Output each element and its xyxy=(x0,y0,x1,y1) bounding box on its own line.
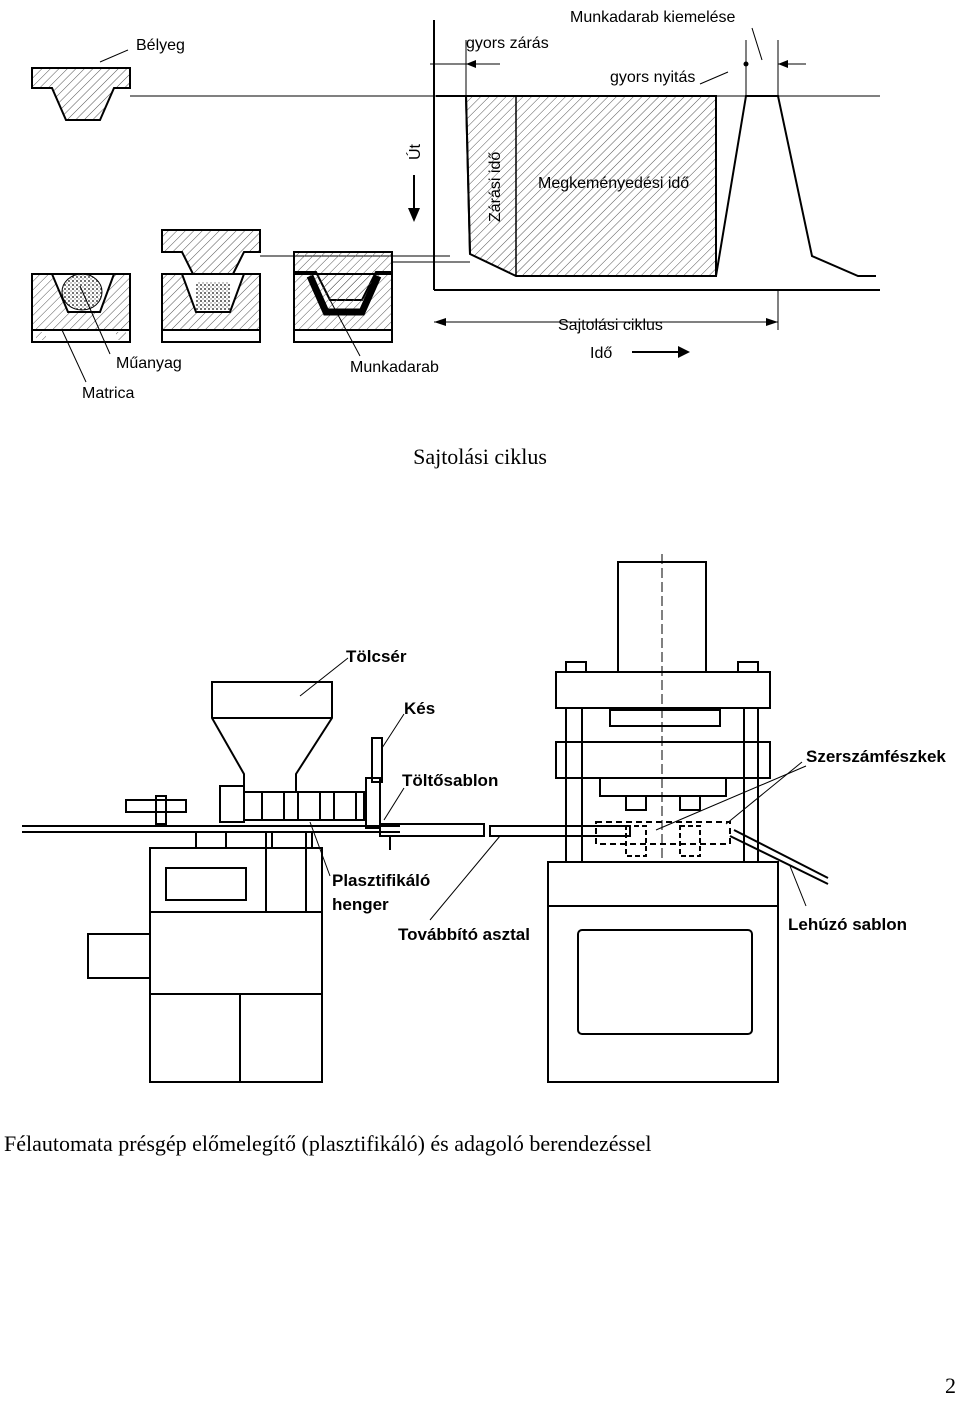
label-zarasi-ido: Zárási idő xyxy=(487,152,504,222)
hopper xyxy=(211,681,333,793)
label-szerszamfeszkek: Szerszámfészkek xyxy=(806,747,946,766)
die-2 xyxy=(161,229,261,343)
label-toltosablon: Töltősablon xyxy=(402,771,498,790)
label-sajtolasi-ciklus-axis: Sajtolási ciklus xyxy=(558,317,663,334)
press-machine-diagram: Tölcsér Kés Töltősablon Szerszámfészkek … xyxy=(22,554,946,1083)
die-1 xyxy=(31,273,131,343)
label-kes: Kés xyxy=(404,699,435,718)
label-munkadarab: Munkadarab xyxy=(350,359,439,376)
label-plasztifikalo: Plasztifikáló xyxy=(332,871,430,890)
label-matrica: Matrica xyxy=(82,385,135,402)
press-cycle-diagram: Bélyeg gyors zárás Munkadarab kiemelése … xyxy=(31,9,880,402)
label-tolcser: Tölcsér xyxy=(346,647,407,666)
punch-top xyxy=(31,67,131,121)
page-number: 2 xyxy=(945,1373,956,1398)
label-henger: henger xyxy=(332,895,389,914)
figure2-caption: Félautomata présgép előmelegítő (plaszti… xyxy=(4,1131,652,1156)
die-3 xyxy=(293,251,393,343)
press-curve xyxy=(436,95,876,277)
figure1-caption: Sajtolási ciklus xyxy=(413,444,547,469)
label-tovabbito-asztal: Továbbító asztal xyxy=(398,925,530,944)
label-ido: Idő xyxy=(590,345,612,362)
label-megkemenyedesi-ido: Megkeményedési idő xyxy=(538,175,689,192)
label-belyeg: Bélyeg xyxy=(136,37,185,54)
label-munkadarab-kiemelese: Munkadarab kiemelése xyxy=(570,9,736,26)
label-ut: Út xyxy=(405,143,424,160)
label-gyors-nyitas: gyors nyitás xyxy=(610,69,695,86)
label-muanyag: Műanyag xyxy=(116,355,182,372)
label-gyors-zaras: gyors zárás xyxy=(466,35,549,52)
label-lehuzo-sablon: Lehúzó sablon xyxy=(788,915,907,934)
